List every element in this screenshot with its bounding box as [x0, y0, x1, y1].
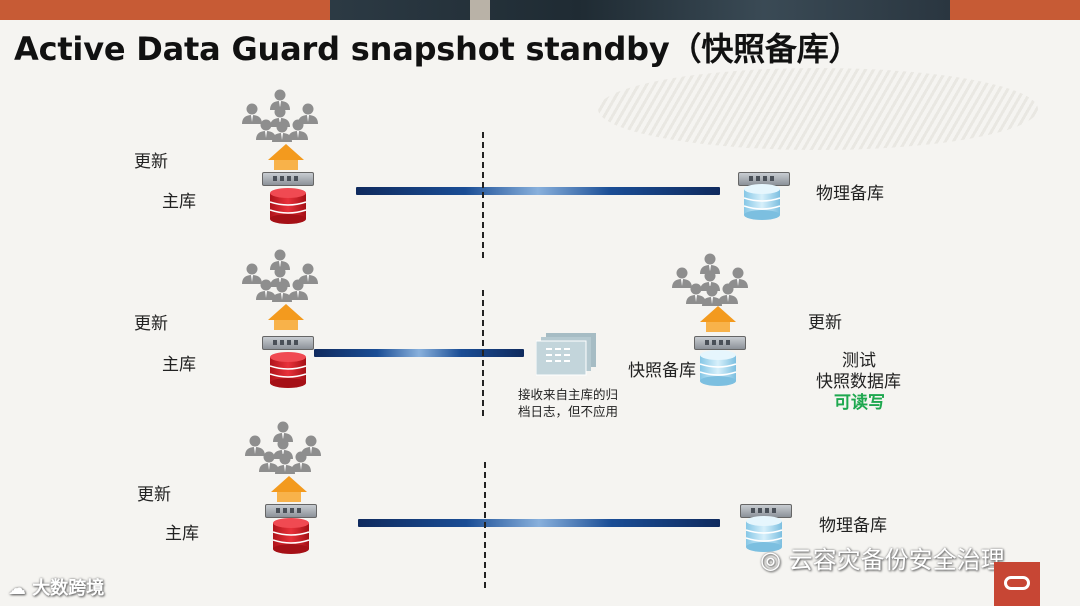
snapshot-database-icon — [700, 350, 737, 387]
up-arrow-icon — [268, 144, 304, 170]
physical-standby-label: 物理备库 — [816, 184, 884, 204]
users-group-icon — [672, 252, 768, 308]
primary-db-label: 主库 — [165, 524, 199, 544]
update-label-right: 更新 — [808, 313, 842, 333]
update-label: 更新 — [134, 314, 168, 334]
watermark-text: 云容灾备份安全治理 — [788, 546, 1005, 574]
server-icon — [262, 336, 314, 350]
server-icon — [262, 172, 314, 186]
network-divider — [482, 132, 484, 258]
users-group-icon — [245, 420, 341, 476]
banner-dark-area — [330, 0, 950, 20]
up-arrow-icon — [271, 476, 307, 502]
brand-watermark: ☁ 大数跨境 — [8, 574, 104, 600]
server-icon — [265, 504, 317, 518]
test-label: 测试 — [842, 351, 876, 371]
redo-transport-link — [356, 187, 720, 195]
primary-database-icon — [273, 518, 310, 555]
physical-standby-label: 物理备库 — [819, 516, 887, 536]
snapshot-standby-label: 快照备库 — [628, 361, 696, 381]
oracle-logo — [994, 562, 1040, 606]
wechat-watermark: ◎ 云容灾备份安全治理 — [760, 540, 1005, 575]
standby-database-icon — [744, 184, 781, 221]
banner-strip — [470, 0, 490, 20]
archive-logs-icon — [536, 333, 596, 376]
up-arrow-icon — [268, 304, 304, 330]
primary-database-icon — [270, 188, 307, 225]
snapshot-db-label: 快照数据库 — [816, 372, 901, 392]
top-banner — [0, 0, 1080, 20]
primary-db-label: 主库 — [162, 192, 196, 212]
wechat-icon: ◎ — [760, 546, 781, 574]
redo-transport-link — [358, 519, 720, 527]
read-write-label: 可读写 — [834, 393, 885, 413]
brand-logo-icon: ☁ — [8, 578, 26, 599]
primary-database-icon — [270, 352, 307, 389]
redo-transport-link — [314, 349, 524, 357]
update-label: 更新 — [137, 485, 171, 505]
network-divider — [482, 290, 484, 416]
users-group-icon — [242, 248, 338, 304]
archive-logs-note: 接收来自主库的归档日志，但不应用 — [518, 387, 619, 419]
server-icon — [694, 336, 746, 350]
oracle-ring-icon — [1004, 576, 1030, 590]
brand-text: 大数跨境 — [32, 578, 105, 599]
page-title: Active Data Guard snapshot standby（快照备库） — [14, 30, 861, 68]
users-group-icon — [242, 88, 338, 144]
decorative-swirl — [598, 68, 1038, 150]
update-label: 更新 — [134, 152, 168, 172]
primary-db-label: 主库 — [162, 355, 196, 375]
up-arrow-icon — [700, 306, 736, 332]
network-divider — [484, 462, 486, 588]
